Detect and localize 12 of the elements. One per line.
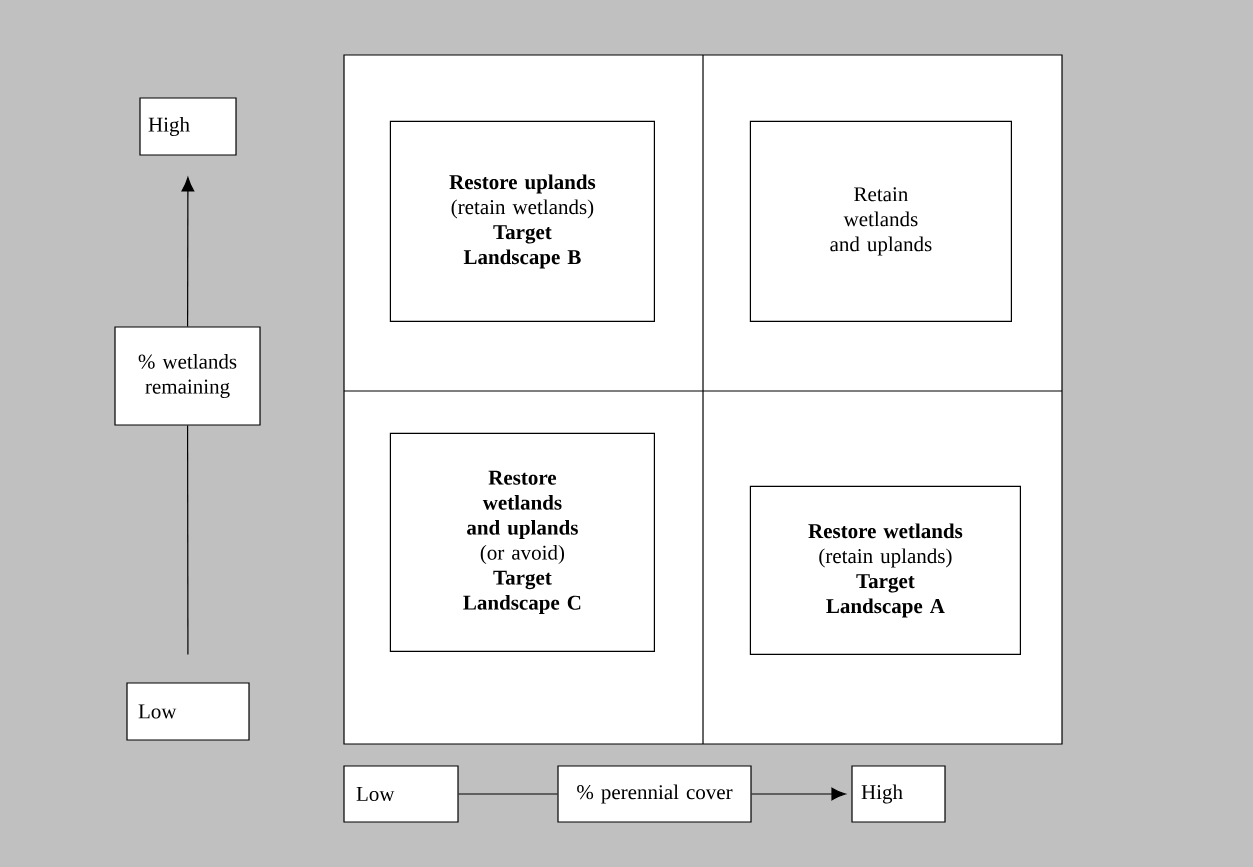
quadrant-box: Restore uplands (retain wetlands) Target Landscape B xyxy=(389,120,655,322)
arrow xyxy=(751,787,846,801)
quadrant-box: Restore wetlands and uplands (or avoid) Target Landscape C xyxy=(389,432,655,652)
quadrant-box: Retain wetlands and uplands xyxy=(749,120,1012,322)
axis-label-box: High xyxy=(139,97,237,156)
axis-title-box: % perennial cover xyxy=(557,765,752,823)
axis-label-box: Low xyxy=(343,765,459,823)
axis-label-box: Low xyxy=(126,682,250,741)
axis-label-box: High xyxy=(851,765,946,823)
arrow xyxy=(181,177,195,327)
axis-title-box: % wetlands remaining xyxy=(114,326,261,426)
quadrant-box: Restore wetlands (retain uplands) Target Landscape A xyxy=(749,485,1021,655)
